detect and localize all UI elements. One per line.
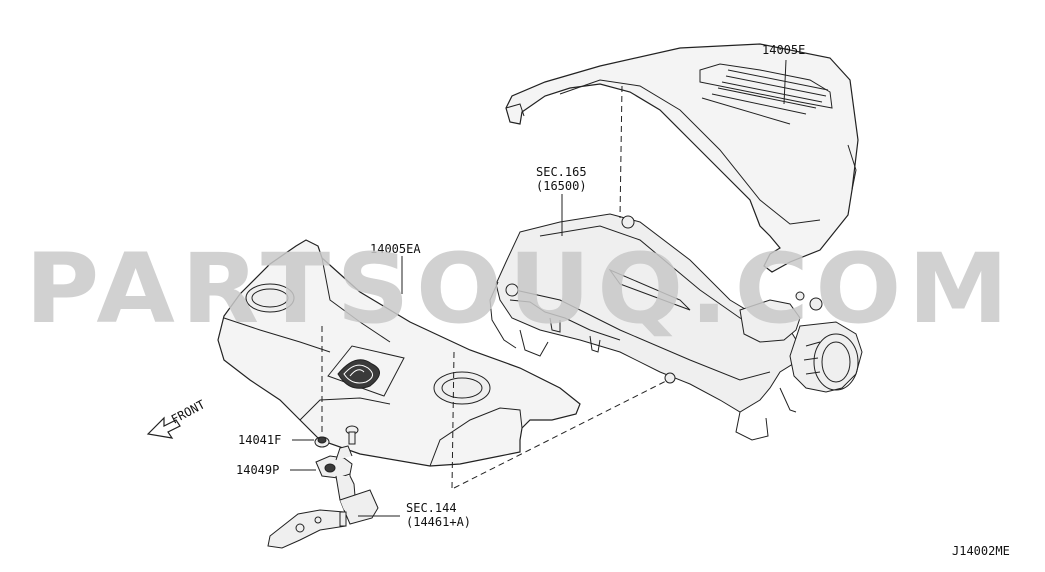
label-sec144-line2[interactable]: (14461+A) <box>406 515 471 529</box>
grommet-clip[interactable] <box>314 436 330 448</box>
leader-lines <box>290 59 787 517</box>
bracket-assembly[interactable] <box>267 445 379 549</box>
front-label: FRONT <box>169 397 207 426</box>
label-sec165-line2[interactable]: (16500) <box>536 179 587 193</box>
intake-collector[interactable] <box>489 213 863 441</box>
label-14041F[interactable]: 14041F <box>238 433 281 447</box>
label-sec165-line1[interactable]: SEC.165 <box>536 165 587 179</box>
watermark: PARTSOUQ.COM <box>25 233 1015 345</box>
front-arrow-icon <box>146 416 181 439</box>
bolt[interactable] <box>345 425 359 445</box>
label-14005E[interactable]: 14005E <box>762 43 805 57</box>
label-14005EA[interactable]: 14005EA <box>370 242 421 256</box>
front-direction-indicator: FRONT <box>146 397 207 439</box>
label-14049P[interactable]: 14049P <box>236 463 279 477</box>
engine-cover-front[interactable] <box>217 239 581 467</box>
diagram-code: J14002ME <box>952 544 1010 558</box>
engine-cover-rear[interactable] <box>505 43 859 273</box>
vent-grille <box>701 69 829 125</box>
label-sec144-line1[interactable]: SEC.144 <box>406 501 457 515</box>
